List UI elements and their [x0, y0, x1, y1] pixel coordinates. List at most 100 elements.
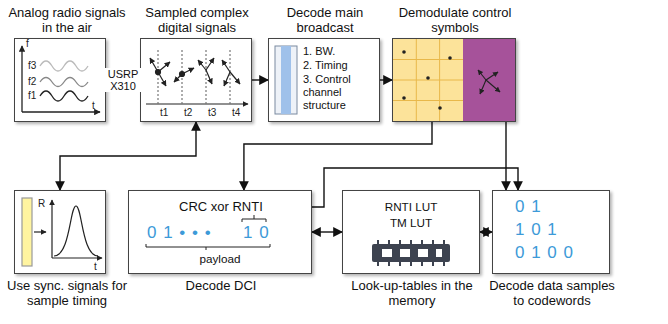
axis-label: f [26, 38, 29, 49]
circle-shape [426, 76, 430, 80]
line-stroke [443, 262, 445, 266]
box-heading: Analog radio signals in the air [5, 5, 129, 35]
line-stroke [421, 240, 423, 244]
line-shape [206, 70, 212, 84]
axis-label: t2 [184, 107, 192, 118]
connector-arrow [380, 79, 392, 80]
line-shape [205, 50, 206, 104]
bit-string: 1 0 [243, 223, 270, 243]
line-shape [230, 72, 240, 84]
axis-label: t [92, 100, 95, 111]
rect-shape [400, 249, 410, 257]
line-shape [486, 72, 498, 80]
connector-arrow [312, 231, 342, 232]
line-stroke [377, 262, 379, 266]
line-stroke [432, 240, 434, 244]
g-shape [402, 50, 452, 110]
connector-arrow [60, 122, 196, 190]
rect-shape [463, 39, 515, 121]
box-text: 3. Control channel structure [303, 73, 377, 112]
line-stroke [410, 262, 412, 266]
bit-string: 1 0 1 [515, 220, 558, 240]
axis-label: f2 [28, 76, 36, 87]
line-stroke [388, 240, 390, 244]
broadcast-band [281, 46, 291, 114]
axis-label: t3 [208, 107, 216, 118]
line-stroke [421, 262, 423, 266]
bit-string: 0 1 • • • [147, 223, 212, 243]
box-heading: Decode main broadcast [263, 5, 387, 35]
box-text: payload [129, 251, 311, 266]
connector-arrow [505, 122, 506, 190]
path-shape [242, 215, 266, 222]
line-stroke [432, 262, 434, 266]
axis-label: R [38, 198, 45, 209]
box-text: 1. BW. [303, 45, 377, 58]
circle-shape [156, 70, 161, 75]
line-shape [22, 111, 100, 112]
g-shape [478, 70, 500, 94]
axis-label: t [94, 261, 97, 272]
line-shape [21, 46, 22, 112]
line-shape [34, 231, 46, 232]
line-stroke [410, 240, 412, 244]
line-shape [206, 58, 214, 70]
line-stroke [393, 59, 463, 60]
axis-label: f3 [28, 60, 36, 71]
box-heading: Decode data samples to codewords [487, 278, 617, 308]
sampled-vectors [146, 50, 248, 104]
axis-label: t4 [232, 107, 240, 118]
rect-shape [382, 249, 392, 257]
g-shape [382, 249, 442, 257]
process-box: Look-up-tables in the memoryRNTI LUTTM L… [342, 190, 480, 274]
g-shape [158, 50, 230, 104]
circle-shape [402, 50, 406, 54]
rect-shape [436, 249, 442, 257]
line-shape [480, 80, 486, 94]
process-box: Use sync. signals for sample timing [14, 190, 106, 274]
path-shape [40, 61, 88, 71]
box-heading: Sampled complex digital signals [135, 5, 259, 35]
circle-shape [180, 72, 185, 77]
broadcast-bar [275, 46, 297, 114]
line-stroke [393, 100, 463, 101]
rect-shape [372, 244, 450, 262]
edge-label: USRP X310 [104, 68, 142, 92]
line-stroke [443, 240, 445, 244]
path-shape [146, 244, 270, 250]
line-shape [198, 60, 206, 70]
connector-arrow [252, 79, 268, 80]
box-heading: Use sync. signals for sample timing [5, 278, 129, 308]
radio-waves [22, 46, 100, 112]
box-text: CRC xor RNTI [179, 199, 263, 214]
process-box: Decode DCICRC xor RNTI0 1 • • •1 0payloa… [128, 190, 312, 274]
line-stroke [399, 240, 401, 244]
line-shape [52, 257, 102, 258]
bit-string: 0 1 [515, 197, 542, 217]
box-heading: Look-up-tables in the memory [347, 278, 477, 308]
process-box: Demodulate control symbols [392, 38, 516, 122]
line-shape [486, 80, 500, 92]
line-shape [478, 70, 486, 80]
rect-shape [393, 39, 463, 121]
dci-brackets [146, 215, 270, 250]
axis-label: f1 [28, 90, 36, 101]
axis-label: t1 [160, 107, 168, 118]
sync-correlation [22, 198, 102, 266]
symbol-grid [393, 39, 515, 121]
bit-string: 0 1 0 0 [515, 243, 574, 263]
memory-chip [372, 240, 450, 266]
connector-arrow [244, 122, 432, 190]
circle-shape [438, 106, 442, 110]
line-shape [146, 103, 248, 104]
box-text: 2. Timing [303, 59, 377, 72]
line-shape [222, 60, 230, 72]
circle-shape [448, 56, 452, 60]
box-heading: Demodulate control symbols [393, 5, 517, 35]
path-shape [40, 91, 88, 101]
process-box: Decode data samples to codewords0 11 0 1… [492, 190, 610, 274]
box-heading: Decode DCI [156, 278, 286, 293]
path-shape [40, 78, 88, 87]
box-text: RNTI LUT [343, 199, 479, 214]
